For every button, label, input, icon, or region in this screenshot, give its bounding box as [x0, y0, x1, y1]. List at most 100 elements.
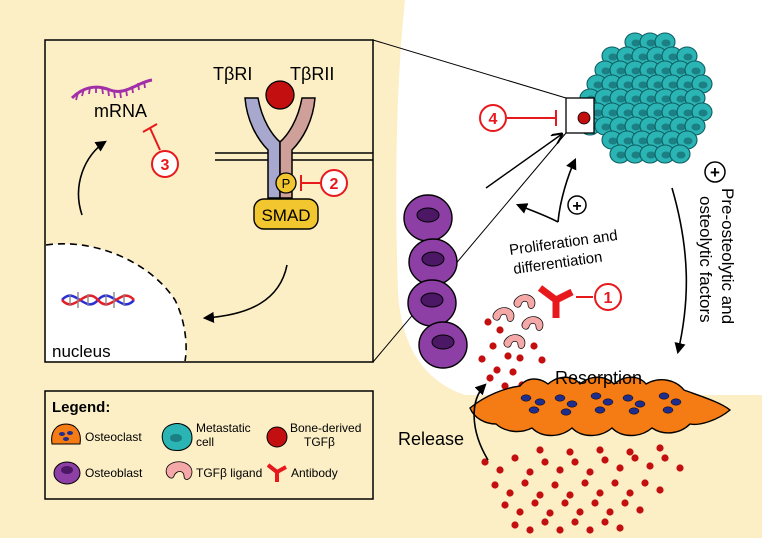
- tbri-label: TβRI: [213, 64, 252, 84]
- mrna-label: mRNA: [94, 101, 147, 121]
- tgfb-particle: [566, 448, 574, 456]
- metastatic-nucleus: [698, 109, 708, 117]
- legend-tgfb-ligand-icon: [165, 461, 193, 480]
- tgfb-particle: [561, 499, 569, 507]
- tgfb-particle: [530, 342, 538, 350]
- metastatic-nucleus: [593, 109, 603, 117]
- zoom-line-bottom: [372, 132, 567, 363]
- tgfb-particle: [576, 508, 584, 516]
- phospho-badge: [275, 172, 297, 194]
- tgfb-particle: [641, 479, 649, 487]
- zoom-target-tgfb: [577, 111, 591, 125]
- osteoblast-nucleus: [416, 207, 440, 223]
- metastatic-nucleus: [593, 81, 603, 89]
- tgfb-ligand: [513, 294, 536, 309]
- metastatic-nucleus: [623, 137, 633, 145]
- metastatic-nucleus: [646, 151, 656, 159]
- metastatic-nucleus: [661, 123, 671, 131]
- metastatic-nucleus: [608, 81, 618, 89]
- osteolytic-plus-circle: [704, 161, 726, 183]
- osteoclast-nucleus: [560, 408, 572, 416]
- metastatic-nucleus: [623, 81, 633, 89]
- tbrii-label: TβRII: [290, 64, 334, 84]
- tgfb-particle: [596, 446, 604, 454]
- smad-box: [253, 198, 319, 230]
- legend-bone-tgfb-label-2: TGFβ: [304, 435, 335, 449]
- osteoclast-nucleus: [590, 392, 602, 400]
- metastatic-nucleus: [631, 123, 641, 131]
- tgfb-particle: [506, 489, 514, 497]
- tgfb-particle: [591, 499, 599, 507]
- tgfb-particle: [616, 524, 624, 532]
- tgfb-particle: [556, 466, 564, 474]
- inhibitor-1-number: 1: [604, 290, 613, 307]
- metastatic-nucleus: [691, 95, 701, 103]
- inhibitor-2-number: 2: [330, 176, 339, 193]
- tgfb-ligands-free: [492, 294, 544, 349]
- osteoclast-nucleus: [628, 407, 640, 415]
- legend-bone-tgfb-label-1: Bone-derived: [290, 421, 361, 435]
- proliferation-arrow-left: [515, 203, 559, 223]
- metastatic-nucleus: [668, 137, 678, 145]
- tgfb-particle: [491, 481, 499, 489]
- tgfb-particle: [511, 521, 519, 529]
- legend-bone-tgfb-icon: [266, 426, 288, 448]
- metastatic-nucleus: [661, 67, 671, 75]
- tgfb-particle: [486, 374, 494, 382]
- osteoclast-nucleus: [566, 400, 578, 408]
- tgfb-particle: [661, 454, 669, 462]
- metastatic-nucleus: [683, 109, 693, 117]
- tgfb-particle: [631, 454, 639, 462]
- antibody-icon: [537, 285, 574, 318]
- inhibitor-3-number: 3: [161, 157, 170, 174]
- tgfb-particle: [571, 458, 579, 466]
- tgfb-particle: [586, 468, 594, 476]
- osteoblast-nucleus: [420, 292, 444, 308]
- tgfb-particle: [616, 464, 624, 472]
- metastatic-nucleus: [623, 53, 633, 61]
- inhibitor-4-badge: [479, 104, 507, 132]
- metastatic-nucleus: [631, 39, 641, 47]
- metastatic-nucleus: [691, 123, 701, 131]
- metastatic-nucleus: [616, 95, 626, 103]
- smad-label: SMAD: [261, 206, 310, 225]
- osteolytic-label-2: osteolytic factors: [696, 196, 715, 323]
- metastatic-nucleus: [683, 53, 693, 61]
- tgfb-particle: [581, 479, 589, 487]
- osteoclast-nucleus: [634, 400, 646, 408]
- metastatic-nucleus: [646, 39, 656, 47]
- metastatic-nucleus: [623, 109, 633, 117]
- metastatic-nucleus: [668, 53, 678, 61]
- metastatic-nucleus: [631, 67, 641, 75]
- inhibitor-4-number: 4: [489, 111, 498, 128]
- tgfb-particle: [489, 342, 497, 350]
- metastatic-nucleus: [676, 67, 686, 75]
- tgfb-particle: [509, 368, 517, 376]
- metastatic-nucleus: [616, 123, 626, 131]
- metastatic-nucleus: [616, 67, 626, 75]
- osteoblast-column: [403, 194, 468, 369]
- tgfb-particle: [571, 518, 579, 526]
- mrna-icon: [70, 78, 153, 101]
- tgfb-particle: [601, 518, 609, 526]
- osteoclast-nucleus: [534, 398, 546, 406]
- zoom-line-top: [372, 39, 567, 99]
- tgfb-particle: [621, 499, 629, 507]
- metastatic-nucleus: [601, 123, 611, 131]
- metastatic-nucleus: [638, 81, 648, 89]
- osteoclast-nucleus: [594, 406, 606, 414]
- tgfb-particle: [538, 356, 546, 364]
- osteoclast-nucleus: [528, 406, 540, 414]
- metastatic-nucleus: [676, 151, 686, 159]
- tgfb-particle: [656, 486, 664, 494]
- tgfb-particle: [496, 466, 504, 474]
- metastatic-nucleus: [676, 95, 686, 103]
- tgfb-particle: [556, 526, 564, 534]
- legend-antibody-label: Antibody: [291, 466, 338, 480]
- legend-box: [44, 390, 374, 500]
- metastatic-nucleus: [601, 95, 611, 103]
- translation-arrow: [77, 140, 107, 216]
- osteoclast-nucleus: [554, 394, 566, 402]
- inhibitor-3-bar: [142, 123, 158, 133]
